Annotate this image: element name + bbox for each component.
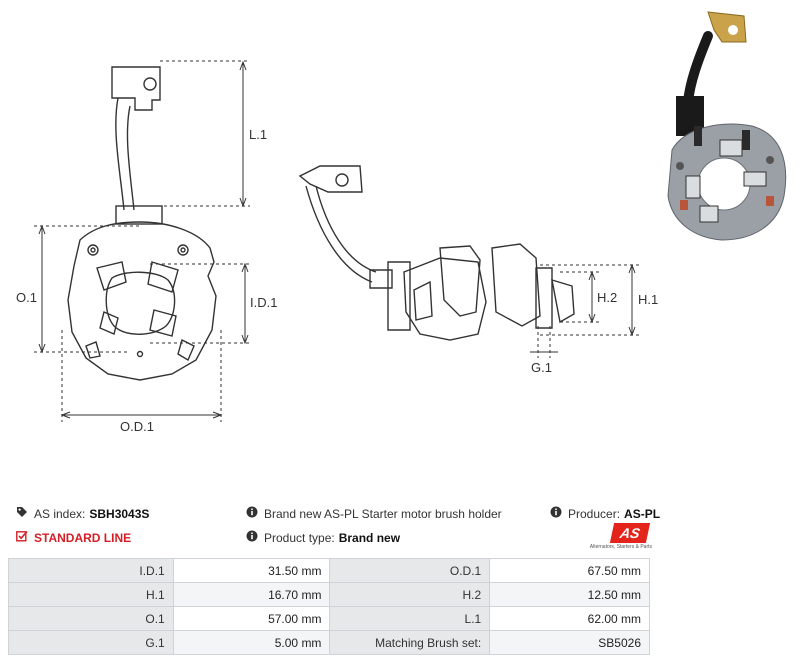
as-index-value: SBH3043S	[89, 506, 150, 521]
spec-value: 5.00 mm	[172, 630, 331, 655]
product-photo	[667, 11, 787, 241]
dim-label-o1: O.1	[16, 290, 37, 305]
dim-label-h2: H.2	[597, 290, 617, 305]
description-line: Brand new AS-PL Starter motor brush hold…	[246, 506, 502, 521]
spec-key: I.D.1	[8, 558, 174, 583]
logo-tagline: Alternators, Starters & Parts	[589, 544, 652, 550]
table-row: I.D.1 31.50 mm O.D.1 67.50 mm	[8, 558, 650, 583]
tag-icon	[16, 506, 28, 521]
producer-line: Producer: AS-PL	[550, 506, 660, 521]
dim-label-id1: I.D.1	[250, 295, 277, 310]
check-square-icon	[16, 530, 28, 545]
as-index-label: AS index:	[34, 506, 86, 521]
dim-label-g1: G.1	[531, 360, 552, 375]
table-row: H.1 16.70 mm H.2 12.50 mm	[8, 582, 650, 607]
spec-value: 31.50 mm	[172, 558, 331, 583]
spec-key: H.2	[329, 582, 491, 607]
standard-line-label: STANDARD LINE	[34, 530, 132, 545]
spec-key: L.1	[329, 606, 491, 631]
producer-label: Producer:	[568, 506, 621, 521]
spec-value: 16.70 mm	[172, 582, 331, 607]
product-type-value: Brand new	[338, 530, 401, 545]
product-description: Brand new AS-PL Starter motor brush hold…	[264, 506, 502, 521]
info-icon	[246, 506, 258, 521]
front-view-drawing	[67, 66, 217, 381]
dim-label-l1: L.1	[249, 127, 267, 142]
info-icon	[550, 506, 562, 521]
as-pl-logo: AS Alternators, Starters & Parts	[586, 523, 652, 553]
info-icon	[246, 530, 258, 545]
product-type-label: Product type:	[264, 530, 335, 545]
spec-key: Matching Brush set:	[329, 630, 491, 655]
technical-drawing: L.1 O.1 I.D.1 O.D.1 H.1 H.2 G.1	[16, 11, 787, 434]
spec-value: 12.50 mm	[489, 582, 650, 607]
spec-value: 57.00 mm	[172, 606, 331, 631]
product-type-line: Product type: Brand new	[246, 530, 400, 545]
table-row: G.1 5.00 mm Matching Brush set: SB5026	[8, 630, 650, 655]
table-row: O.1 57.00 mm L.1 62.00 mm	[8, 606, 650, 631]
spec-value: SB5026	[489, 630, 650, 655]
side-view-dimensions	[530, 263, 640, 358]
logo-mark: AS	[609, 523, 651, 543]
producer-value: AS-PL	[624, 506, 661, 521]
spec-key: G.1	[8, 630, 174, 655]
as-index-line: AS index: SBH3043S	[16, 506, 149, 521]
spec-key: H.1	[8, 582, 174, 607]
side-view-drawing	[298, 165, 575, 341]
standard-line-badge: STANDARD LINE	[16, 530, 131, 545]
spec-value: 67.50 mm	[489, 558, 650, 583]
specifications-table: I.D.1 31.50 mm O.D.1 67.50 mm H.1 16.70 …	[8, 558, 650, 655]
dim-label-od1: O.D.1	[120, 419, 154, 434]
front-view-dimensions	[34, 60, 252, 422]
spec-key: O.1	[8, 606, 174, 631]
dim-label-h1: H.1	[638, 292, 658, 307]
spec-value: 62.00 mm	[489, 606, 650, 631]
spec-key: O.D.1	[329, 558, 491, 583]
